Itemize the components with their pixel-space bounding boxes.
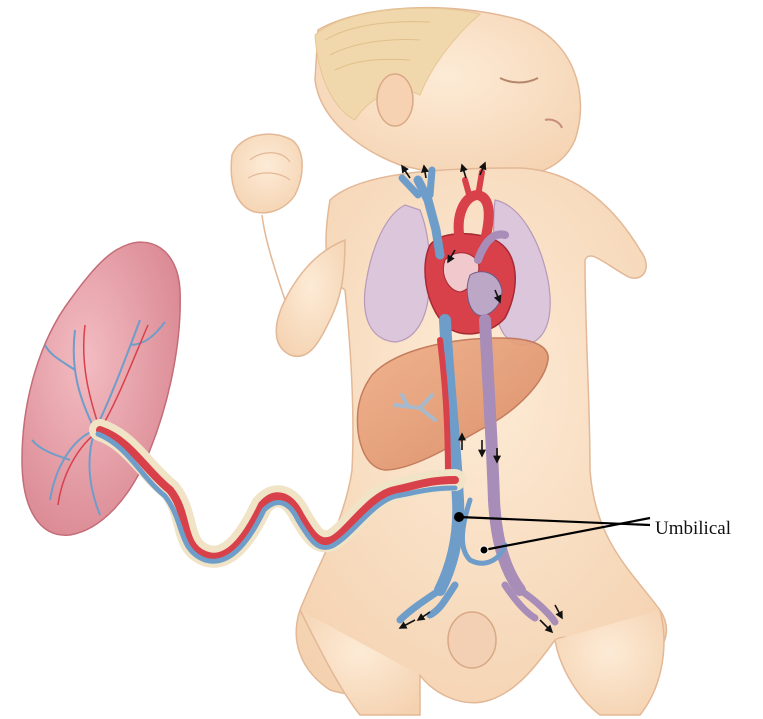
- leader-dot-upper: [454, 512, 464, 522]
- leader-dot-lower: [480, 546, 488, 554]
- baby-ear: [377, 74, 413, 126]
- baby-arm: [276, 240, 345, 356]
- baby-genitals: [448, 612, 496, 668]
- umbilical-label: Umbilical: [655, 518, 731, 540]
